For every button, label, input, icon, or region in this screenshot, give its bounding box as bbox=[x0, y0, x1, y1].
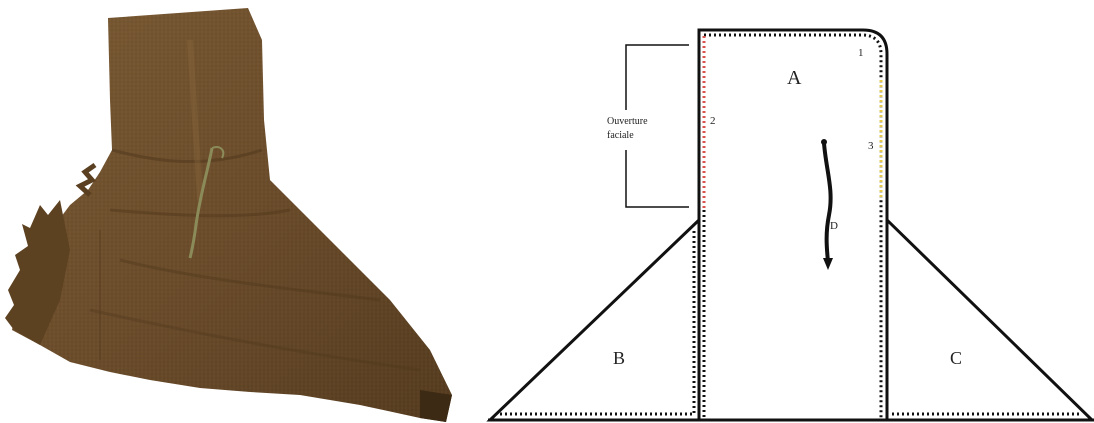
panel-b-outline bbox=[490, 220, 699, 420]
panel-b-stitch bbox=[500, 228, 694, 414]
drawstring-d bbox=[824, 143, 831, 262]
seam-number-3: 3 bbox=[868, 140, 874, 152]
drawstring-end bbox=[823, 258, 833, 270]
face-opening-label-line1: Ouverture bbox=[607, 116, 648, 127]
label-c: C bbox=[950, 348, 962, 368]
label-a: A bbox=[787, 67, 802, 89]
panel-a-stitch bbox=[704, 35, 881, 418]
face-opening-label-line2: faciale bbox=[607, 130, 634, 141]
seam-number-1: 1 bbox=[858, 47, 864, 59]
hood-photo bbox=[0, 0, 470, 423]
label-b: B bbox=[613, 348, 625, 368]
tip-shadow bbox=[420, 390, 452, 422]
label-d: D bbox=[830, 220, 838, 232]
pattern-diagram: A B C D 1 2 3 Ouverture faciale bbox=[480, 0, 1094, 423]
seam-number-2: 2 bbox=[710, 115, 716, 127]
drawstring-knot bbox=[821, 139, 827, 145]
panel-c-outline bbox=[887, 220, 1092, 420]
